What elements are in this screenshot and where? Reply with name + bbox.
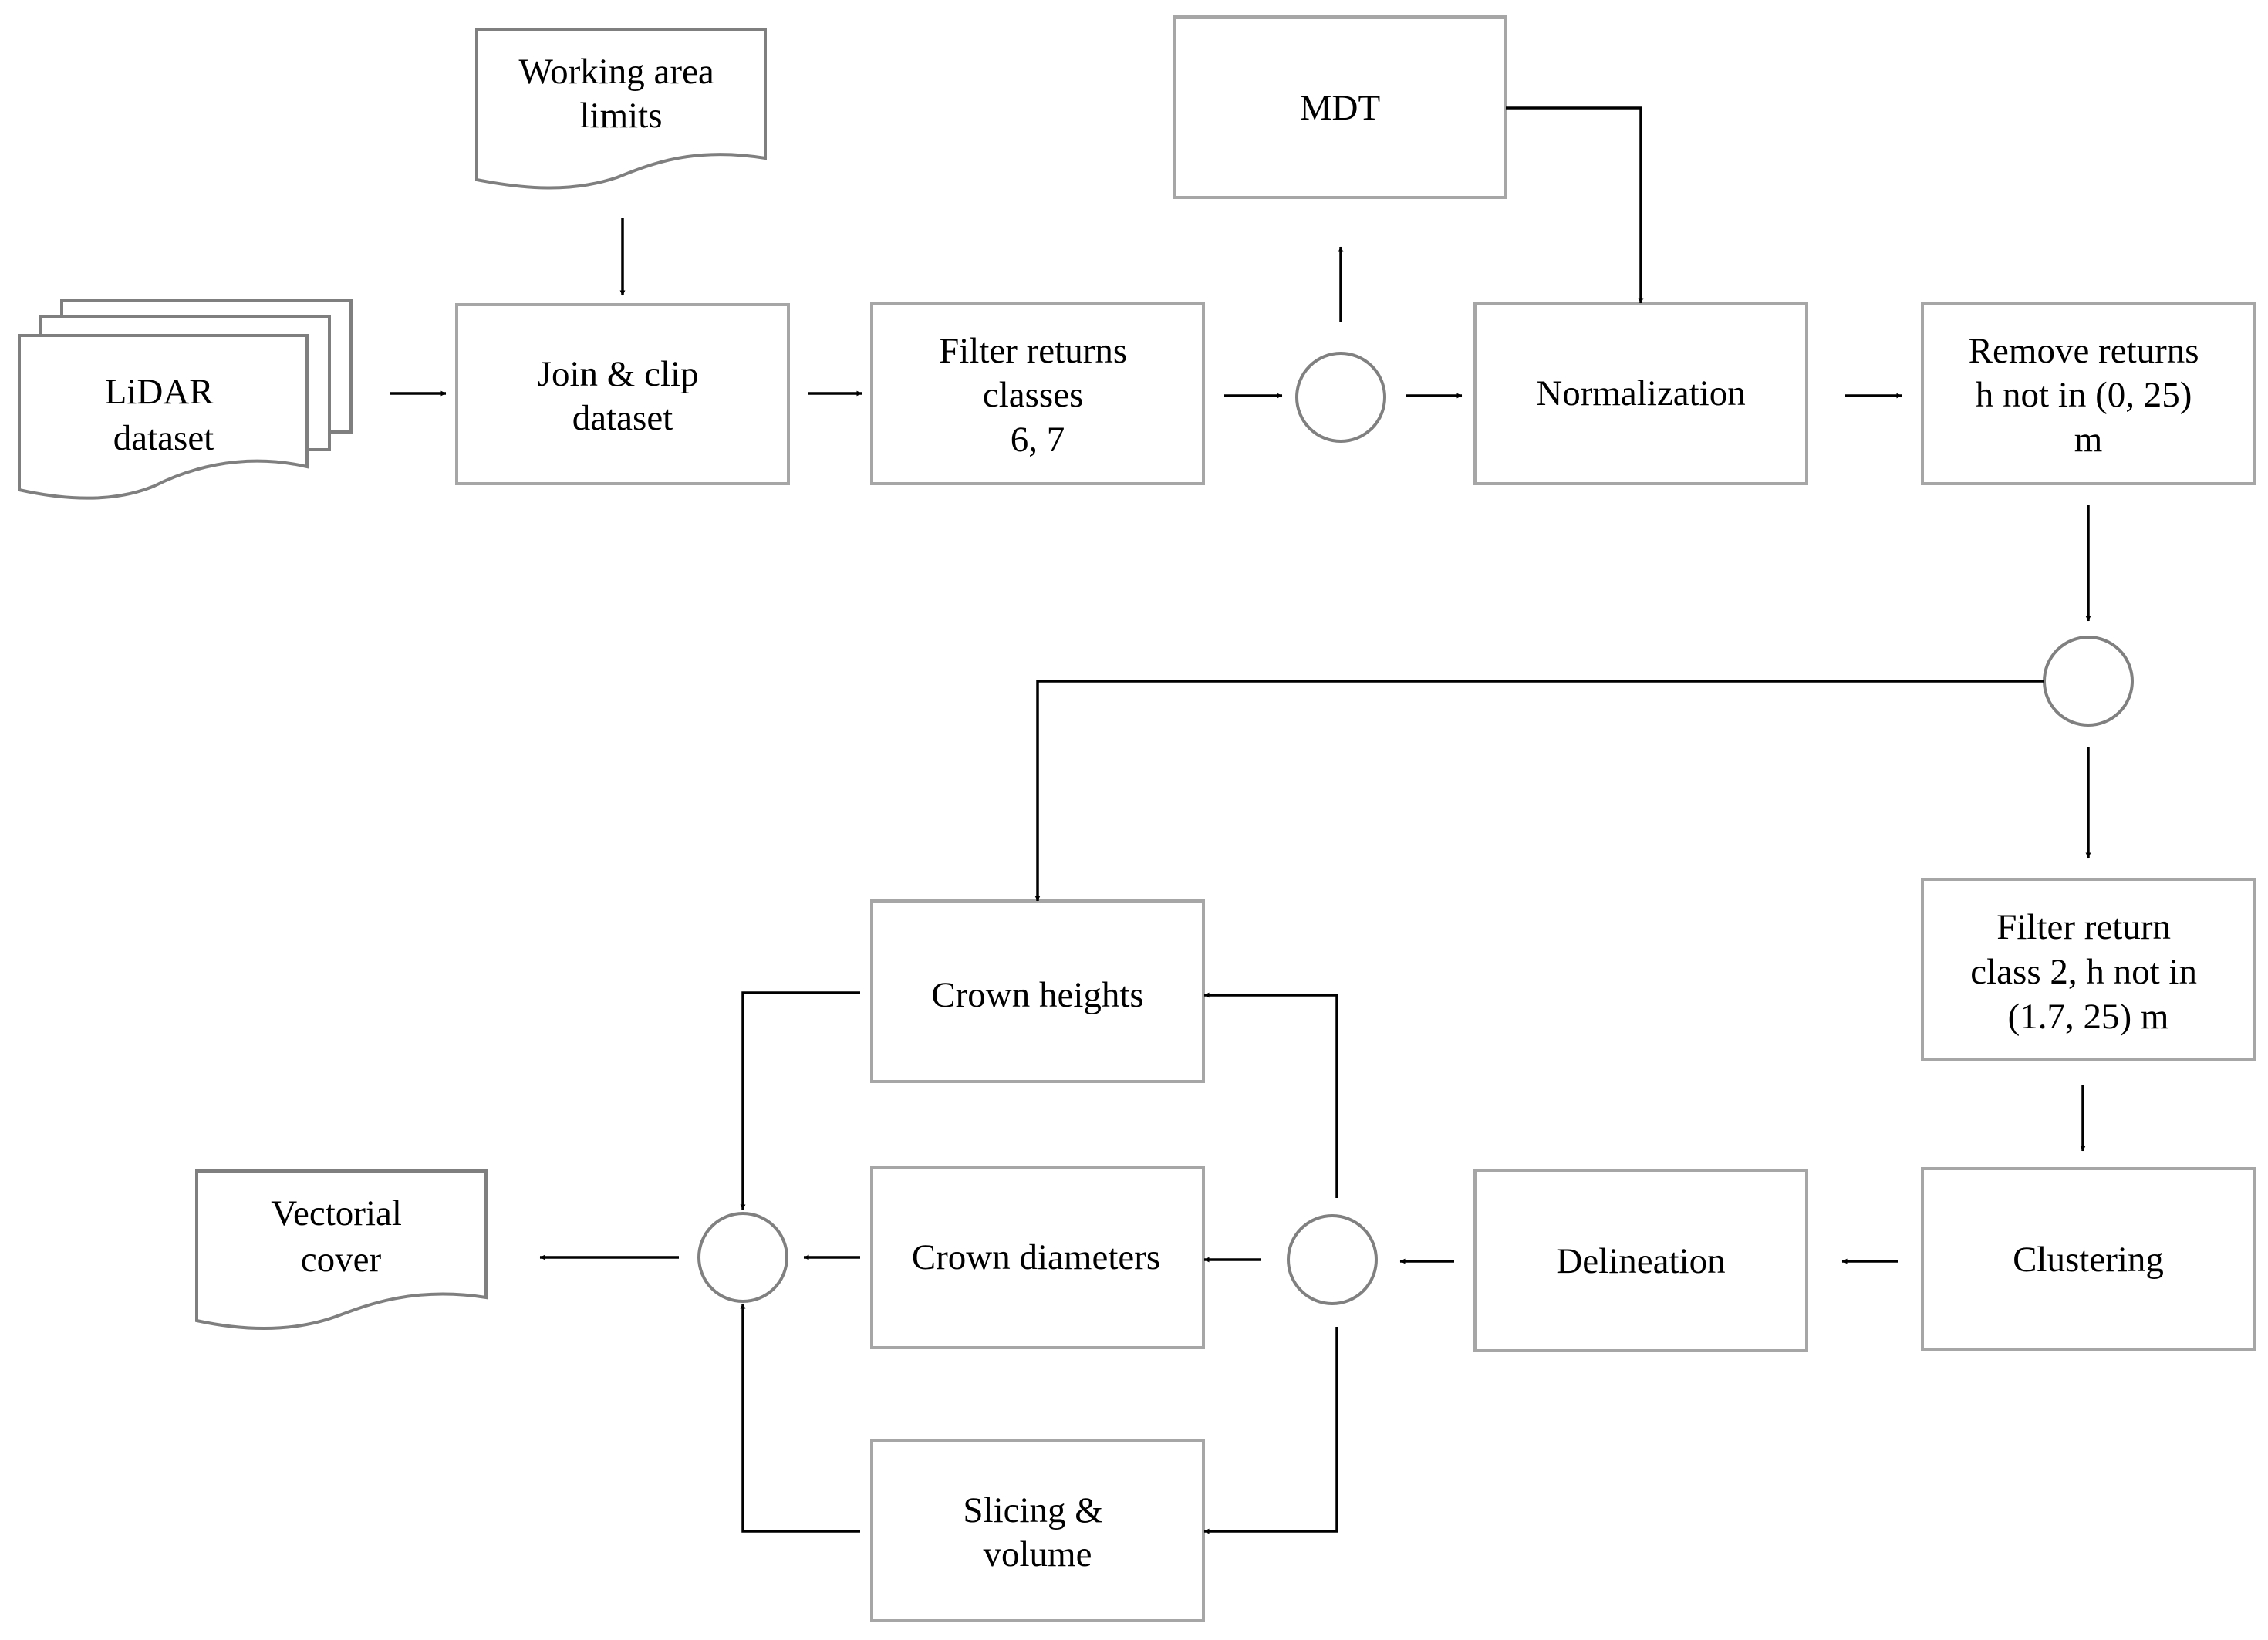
filter-return-class2-label-line-1: Filter return bbox=[1996, 907, 2171, 947]
clustering-label: Clustering bbox=[2013, 1240, 2164, 1280]
junction-node-split bbox=[2043, 636, 2134, 727]
crown-heights-box: Crown heights bbox=[870, 899, 1205, 1083]
filter-returns-label-line-1: Filter returns bbox=[939, 331, 1127, 371]
vectorial-cover-label: Vectorial cover bbox=[271, 1193, 410, 1280]
crown-diameters-label: Crown diameters bbox=[912, 1237, 1160, 1277]
filter-returns-label: Filter returns classes 6, 7 bbox=[939, 331, 1136, 460]
vectorial-cover-label-line-2: cover bbox=[301, 1240, 382, 1280]
arrow-junction-to-slicing-volume bbox=[1203, 1327, 1338, 1534]
remove-returns-label-line-1: Remove returns bbox=[1969, 331, 2199, 371]
junction-node-merge bbox=[697, 1212, 788, 1303]
lidar-dataset-document: LiDAR dataset bbox=[18, 299, 353, 500]
join-clip-label: Join & clip dataset bbox=[538, 354, 708, 438]
delineation-label: Delineation bbox=[1556, 1241, 1725, 1281]
crown-heights-label: Crown heights bbox=[931, 975, 1143, 1015]
working-area-label-line-1: Working area bbox=[518, 52, 714, 92]
arrow-crown-heights-to-merge bbox=[740, 991, 860, 1210]
join-clip-label-line-1: Join & clip bbox=[538, 354, 699, 394]
mdt-label: MDT bbox=[1300, 88, 1380, 128]
working-area-label: Working area limits bbox=[518, 52, 723, 136]
filter-returns-label-line-2: classes bbox=[983, 375, 1084, 415]
normalization-label: Normalization bbox=[1536, 373, 1745, 413]
remove-returns-label: Remove returns h not in (0, 25) m bbox=[1969, 331, 2209, 460]
working-area-limits-document: Working area limits bbox=[475, 28, 767, 190]
filter-return-class2-label: Filter return class 2, h not in (1.7, 25… bbox=[1970, 907, 2206, 1037]
normalization-box: Normalization bbox=[1473, 302, 1808, 485]
arrow-junction-to-crown-heights bbox=[1034, 680, 2044, 902]
vectorial-cover-document: Vectorial cover bbox=[195, 1169, 488, 1330]
lidar-dataset-label: LiDAR dataset bbox=[105, 372, 223, 458]
lidar-label-line-1: LiDAR bbox=[105, 372, 214, 412]
junction-node-delineation bbox=[1287, 1214, 1378, 1305]
vectorial-cover-label-line-1: Vectorial bbox=[271, 1193, 402, 1233]
arrow-mdt-to-normalization bbox=[1506, 106, 1644, 304]
join-clip-box: Join & clip dataset bbox=[455, 303, 790, 485]
remove-returns-box: Remove returns h not in (0, 25) m bbox=[1921, 302, 2256, 485]
filter-return-class2-label-line-3: (1.7, 25) m bbox=[2008, 997, 2169, 1037]
slicing-volume-box: Slicing & volume bbox=[870, 1439, 1205, 1622]
delineation-box: Delineation bbox=[1473, 1169, 1808, 1352]
connectors bbox=[390, 106, 2091, 1534]
arrow-junction-to-crown-heights-right bbox=[1203, 992, 1338, 1198]
filter-return-class2-label-line-2: class 2, h not in bbox=[1970, 952, 2197, 992]
slicing-volume-label-line-1: Slicing & bbox=[963, 1490, 1102, 1530]
remove-returns-label-line-2: h not in (0, 25) bbox=[1976, 375, 2192, 415]
slicing-volume-label-line-2: volume bbox=[984, 1534, 1092, 1574]
filter-returns-classes-box: Filter returns classes 6, 7 bbox=[870, 302, 1205, 485]
slicing-volume-label: Slicing & volume bbox=[963, 1490, 1112, 1574]
filter-return-class2-box: Filter return class 2, h not in (1.7, 25… bbox=[1921, 878, 2256, 1061]
mdt-box: MDT bbox=[1173, 15, 1507, 199]
lidar-label-line-2: dataset bbox=[113, 418, 214, 458]
filter-returns-label-line-3: 6, 7 bbox=[1011, 420, 1065, 460]
junction-node-mdt bbox=[1295, 352, 1386, 443]
remove-returns-label-line-3: m bbox=[2074, 420, 2103, 460]
clustering-box: Clustering bbox=[1921, 1167, 2256, 1351]
join-clip-label-line-2: dataset bbox=[572, 398, 673, 438]
working-area-label-line-2: limits bbox=[579, 96, 662, 136]
crown-diameters-box: Crown diameters bbox=[870, 1166, 1205, 1349]
arrow-slicing-volume-to-merge bbox=[740, 1303, 860, 1533]
